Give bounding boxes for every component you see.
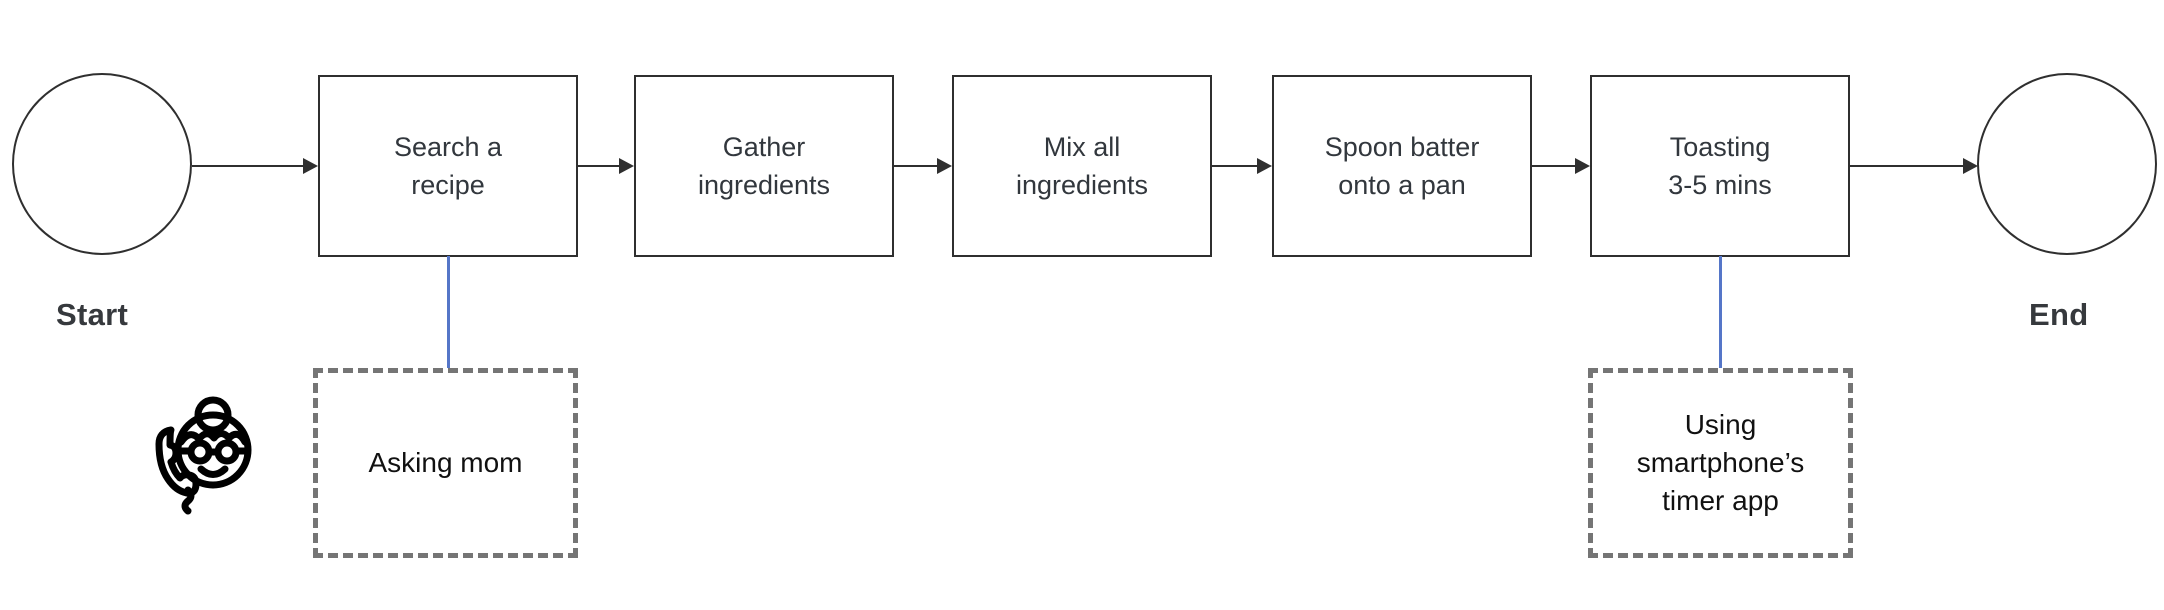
- process-step-2[interactable]: Gather ingredients: [634, 75, 894, 257]
- process-step-2-label: Gather ingredients: [697, 132, 831, 200]
- arrow-start-to-step-1: [192, 156, 318, 176]
- arrow-shaft: [1532, 165, 1575, 167]
- end-terminator[interactable]: [1977, 73, 2157, 255]
- annotation-timer-app-label: Using smartphone’s timer app: [1636, 409, 1805, 516]
- arrow-shaft: [1850, 165, 1963, 167]
- arrow-head: [937, 158, 952, 174]
- process-step-1[interactable]: Search a recipe: [318, 75, 578, 257]
- arrow-step-3-to-step-4: [1212, 156, 1272, 176]
- arrow-shaft: [1212, 165, 1257, 167]
- process-step-1-label: Search a recipe: [393, 132, 503, 200]
- annotation-asking-mom[interactable]: Asking mom: [313, 368, 578, 558]
- arrow-step-4-to-step-5: [1532, 156, 1590, 176]
- process-step-3-label: Mix all ingredients: [1015, 132, 1149, 200]
- arrow-shaft: [192, 165, 303, 167]
- arrow-head: [1257, 158, 1272, 174]
- process-step-4[interactable]: Spoon batter onto a pan: [1272, 75, 1532, 257]
- arrow-step-5-to-end: [1850, 156, 1978, 176]
- end-label: End: [2029, 297, 2089, 332]
- process-step-3[interactable]: Mix all ingredients: [952, 75, 1212, 257]
- process-step-5[interactable]: Toasting 3-5 mins: [1590, 75, 1850, 257]
- arrow-step-1-to-step-2: [578, 156, 634, 176]
- arrow-head: [1575, 158, 1590, 174]
- arrow-head: [619, 158, 634, 174]
- arrow-shaft: [578, 165, 619, 167]
- connector-step-1-to-annotation: [447, 256, 450, 370]
- arrow-head: [1963, 158, 1978, 174]
- start-label: Start: [56, 297, 129, 332]
- mom-phone-call-icon: [141, 390, 269, 522]
- arrow-step-2-to-step-3: [894, 156, 952, 176]
- arrow-shaft: [894, 165, 937, 167]
- connector-step-5-to-annotation: [1719, 256, 1722, 370]
- arrow-head: [303, 158, 318, 174]
- process-step-5-label: Toasting 3-5 mins: [1668, 132, 1772, 200]
- annotation-timer-app[interactable]: Using smartphone’s timer app: [1588, 368, 1853, 558]
- process-step-4-label: Spoon batter onto a pan: [1324, 132, 1480, 200]
- annotation-asking-mom-label: Asking mom: [368, 447, 523, 478]
- start-terminator[interactable]: [12, 73, 192, 255]
